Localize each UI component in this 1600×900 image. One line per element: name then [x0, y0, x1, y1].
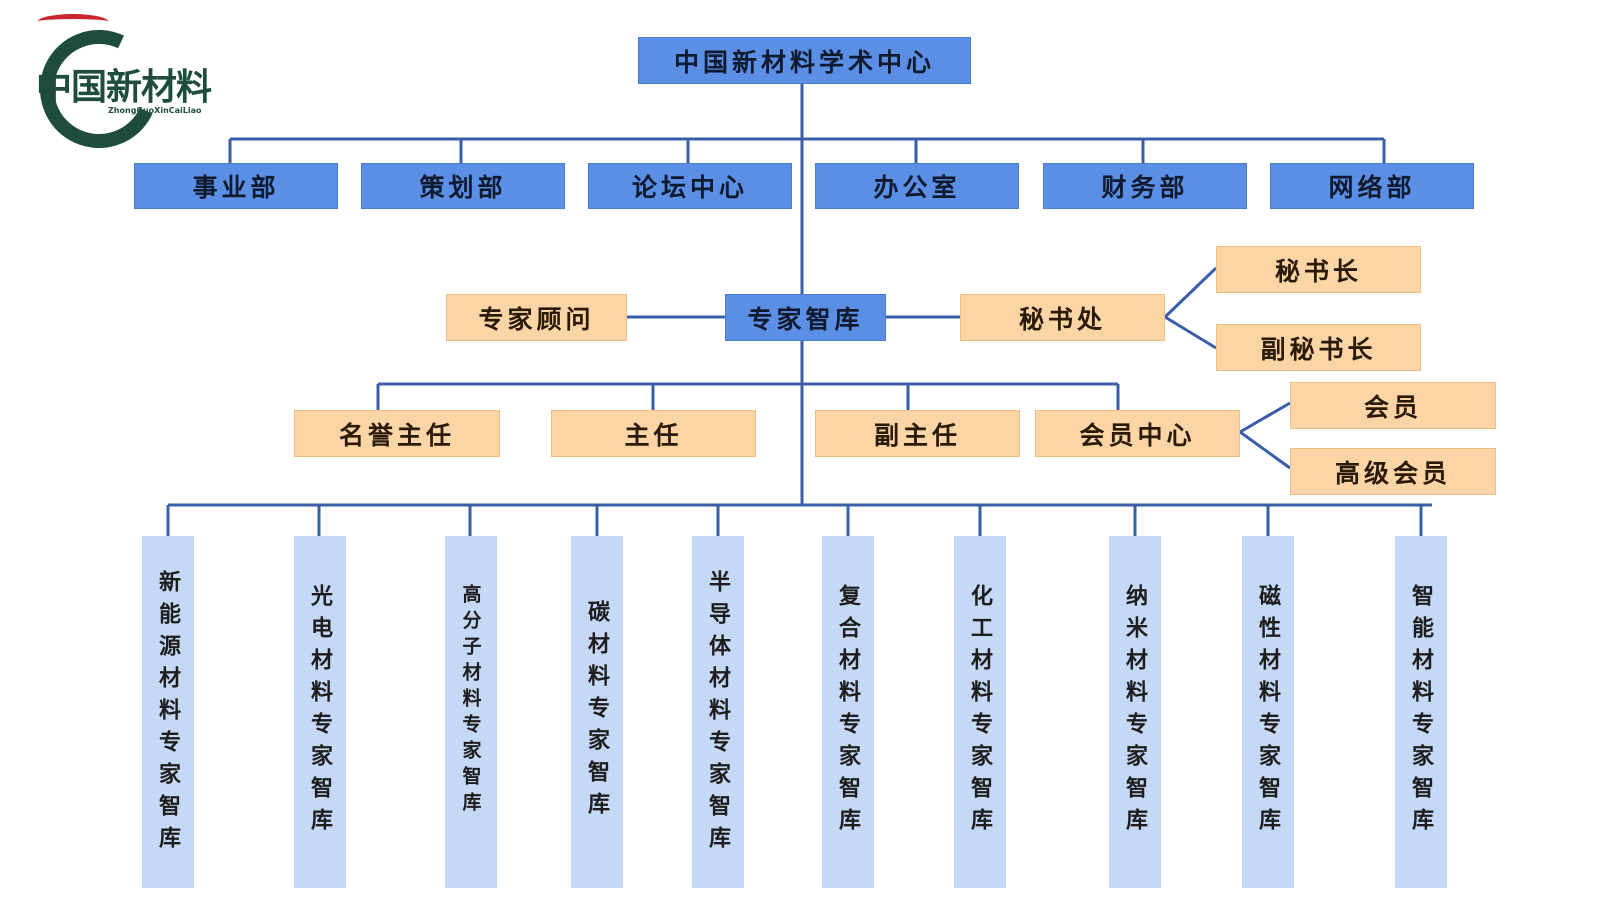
expert-pool-node: 半导体材料专家智库 — [692, 536, 744, 888]
department-node: 网络部 — [1270, 163, 1474, 209]
logo-swoosh-icon — [38, 14, 108, 29]
expert-pool-label: 纳米材料专家智库 — [1122, 584, 1148, 840]
expert-pool-node: 碳材料专家智库 — [571, 536, 623, 888]
expert-pool-label: 碳材料专家智库 — [584, 600, 610, 824]
logo-pinyin: ZhongGuoXinCaiLiao — [108, 106, 202, 115]
department-node: 论坛中心 — [588, 163, 792, 209]
director-node: 名誉主任 — [294, 410, 500, 457]
expert-pool-node: 化工材料专家智库 — [954, 536, 1006, 888]
expert-pool-node: 磁性材料专家智库 — [1242, 536, 1294, 888]
department-node: 策划部 — [361, 163, 565, 209]
expert-pool-label: 磁性材料专家智库 — [1255, 584, 1281, 840]
expert-pool-label: 复合材料专家智库 — [835, 584, 861, 840]
think-tank-node: 专家智库 — [725, 294, 886, 341]
member-node: 会员 — [1290, 382, 1496, 429]
expert-pool-label: 半导体材料专家智库 — [705, 570, 731, 858]
deputy-secretary-general-node: 副秘书长 — [1216, 324, 1421, 371]
member-center-node: 会员中心 — [1035, 410, 1240, 457]
expert-pool-node: 复合材料专家智库 — [822, 536, 874, 888]
expert-pool-label: 化工材料专家智库 — [967, 584, 993, 840]
expert-pool-label: 高分子材料专家智库 — [459, 584, 482, 818]
department-node: 财务部 — [1043, 163, 1247, 209]
department-node: 事业部 — [134, 163, 338, 209]
expert-pool-label: 新能源材料专家智库 — [155, 570, 181, 858]
expert-pool-label: 智能材料专家智库 — [1408, 584, 1434, 840]
logo: 中国新材料 ZhongGuoXinCaiLiao — [23, 12, 242, 165]
expert-pool-node: 纳米材料专家智库 — [1109, 536, 1161, 888]
advisor-node: 专家顾问 — [446, 294, 627, 341]
expert-pool-node: 光电材料专家智库 — [294, 536, 346, 888]
logo-name: 中国新材料 — [36, 67, 212, 108]
director-node: 副主任 — [815, 410, 1020, 457]
expert-pool-node: 智能材料专家智库 — [1395, 536, 1447, 888]
director-node: 主任 — [551, 410, 756, 457]
expert-pool-label: 光电材料专家智库 — [307, 584, 333, 840]
department-node: 办公室 — [815, 163, 1019, 209]
expert-pool-node: 新能源材料专家智库 — [142, 536, 194, 888]
secretary-general-node: 秘书长 — [1216, 246, 1421, 293]
senior-member-node: 高级会员 — [1290, 448, 1496, 495]
expert-pool-node: 高分子材料专家智库 — [445, 536, 497, 888]
root-node: 中国新材料学术中心 — [638, 37, 971, 84]
secretariat-node: 秘书处 — [960, 294, 1165, 341]
